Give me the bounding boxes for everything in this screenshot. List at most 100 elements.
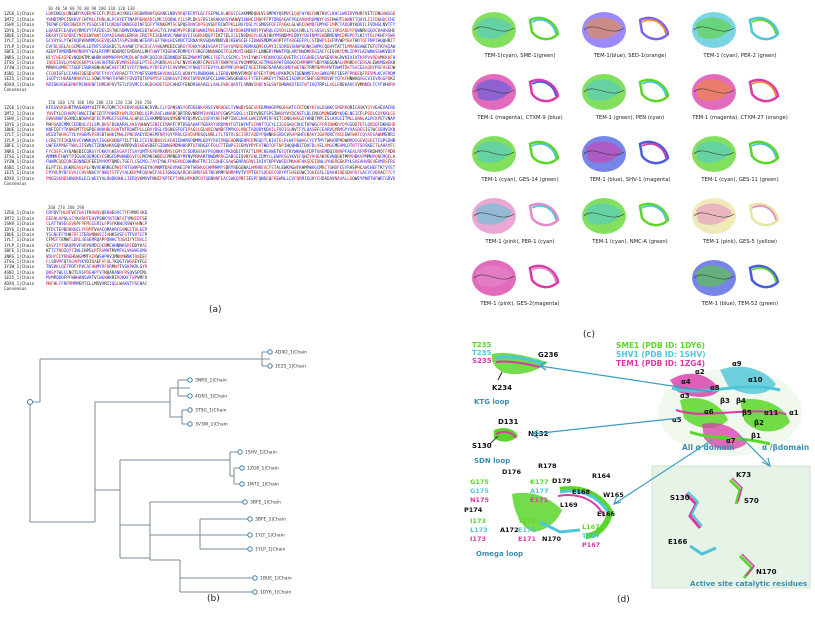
omega-e171-cyan: E171 (518, 526, 536, 534)
tree-leaf-label: 1E25_1|Chain (275, 364, 306, 370)
sequence-residues: LCRGTPIIKDAKVCYWWKQVCIGGKKHDQPTILTTELICE… (46, 137, 396, 143)
tree-leaf-node (237, 449, 243, 455)
sequence-name: 1M72_1|Chain (4, 110, 35, 116)
helix-a5: α5 (672, 416, 682, 424)
sequence-name: 1YLT_1|Chain (4, 237, 35, 243)
sequence-residues: CIQHIGFLCCAKHIQESDAPDFFYAYCVDRACFTCYPNFS… (46, 70, 396, 76)
sequence-name: 3TSG_1|Chain (4, 154, 35, 160)
all-alpha-domain-label: All α domain (682, 443, 735, 452)
sequence-name: 1BUE_1|Chain (4, 127, 35, 133)
ktg-t235-cyan: T235 (472, 349, 492, 357)
active-k73: K73 (736, 471, 751, 479)
structure-caption: TEM-1 (pink), PER-1 (cyan) (485, 239, 555, 245)
sequence-residues: TFDCTEPDDVNGCLYPDMTVHACQMAVRCGVNGITDLEEP (46, 226, 148, 232)
sequence-name: 4DXO_1|Chain (4, 280, 35, 286)
sequence-residues: LDKCNGQLQNEWDYKQEKMEICFLPSDLAQYKKLGRGVWR… (46, 11, 396, 17)
sequence-residues: SASYIYTSKQPKVFHRYKMDCQCNMCHHNNKSRFDDYVAC (46, 242, 148, 248)
omega-n175-magenta: N175 (470, 496, 489, 504)
sequence-residues: QNSYTWLCLNQTLVGPDEHPTVTNQARANRFRSQVGPIML (46, 269, 148, 275)
active-s130: S130 (670, 494, 690, 502)
tree-leaf-label: 1YLP_1|Chain (255, 547, 285, 553)
helix-a1: α1 (789, 409, 799, 417)
callout-arrows (530, 361, 771, 505)
sequence-name: 4DXO_1|Chain (4, 175, 35, 181)
sequence-name: 1M72_1|Chain (4, 16, 35, 22)
sequence-residues: YWVFYLDCHAPQFWWCIIWFIDTFYNHSRYWPLRQFNDLQ… (46, 110, 396, 116)
sequence-residues: EKAAYIFGPDRCYNCDEWYWATCQYAESAWNLERRHLCRG… (46, 33, 396, 39)
structure-thumbnail (470, 132, 570, 180)
sequence-name: 3NRS_1|Chain (4, 148, 35, 154)
structure-caption: TEM-1 (pink), GES-2(magenta) (480, 301, 560, 307)
sequence-name: 1ZG6_1|Chain (4, 105, 35, 111)
structure-render (692, 74, 780, 110)
main-overlay-structure (658, 366, 802, 456)
tree-leaf-label: 1YLT_1|Chain (255, 533, 285, 539)
tree-leaf-label: 1ZG6_1|Chain (247, 466, 279, 472)
sequence-residues: IGQTYCHDADAVNAVYLLSQWEYPNRTHFWRTFDVDTQTE… (46, 76, 396, 82)
structure-thumbnail (470, 70, 570, 118)
ktg-s235-magenta: S235 (472, 357, 492, 365)
sequence-residues: TKPWFCPERINWIRYCYGSQCSDTLQRDQFDKNSGDINFI… (46, 22, 396, 28)
sequence-name: 3BFE_1|Chain (4, 248, 35, 254)
sequence-residues: CFMIFTEMWTLDRLSESEMRQAPPDWHCTDGRIYYINVLI (46, 237, 148, 243)
legend-tem1: TEM1 (PDB ID: 1ZG4) (616, 359, 705, 368)
omega-p167-magenta: P167 (582, 541, 600, 549)
helix-a9: α9 (732, 360, 742, 368)
structure-thumbnail (470, 256, 570, 304)
sequence-residues: MVMPQDDFPFWHHANSVRTVCWGWHKRIRQKKFTWPVMFV (46, 275, 148, 281)
sequence-name: 1E25_1|Chain (4, 170, 35, 176)
consensus-label: Consensus (4, 87, 27, 93)
tree-leaf-label: 1SHV_1|Chain (245, 450, 277, 456)
structure-render (692, 12, 780, 48)
ktg-loop-figure (491, 352, 548, 381)
tree-root-node (27, 399, 33, 405)
tree-leaf-label: 3V3W_1|Chain (195, 422, 228, 428)
alignment-row: 1YLT_1|Chain CFMIFTEMWTLDRLSESEMRQAPPDWHC… (4, 237, 147, 242)
helix-a8: α8 (710, 384, 720, 392)
tree-leaf-node (252, 575, 258, 581)
omega-l169: L169 (560, 501, 578, 509)
consensus-label: Consensus (4, 181, 27, 187)
structure-caption: TEM-1 (green), PEN (cyan) (595, 115, 665, 121)
omega-p174: P174 (464, 506, 483, 514)
sequence-name: 3NRS_1|Chain (4, 253, 35, 259)
tree-leaf-node (247, 532, 253, 538)
strand-b5: β5 (742, 409, 752, 417)
sequence-name: 1YLT_1|Chain (4, 132, 35, 138)
sequence-name: 1BUE_1|Chain (4, 232, 35, 238)
sequence-name: 4GN1_1|Chain (4, 164, 35, 170)
sequence-name: 3TSG_1|Chain (4, 60, 35, 66)
omega-i173-green: I173 (470, 517, 486, 525)
sequence-residues: AEDPTVMEMDPHRNRPFYEALRFMPFKDGMQTEMDRALLM… (46, 49, 396, 55)
tree-leaf-label: 3BFE_1|Chain (250, 500, 281, 506)
sequence-name: 1YLT_1|Chain (4, 38, 35, 44)
omega-r164: R164 (592, 472, 611, 480)
omega-n170: N170 (542, 535, 561, 543)
sequence-name: 1E25_1|Chain (4, 76, 35, 82)
structure-render (692, 136, 780, 172)
helix-a3: α3 (680, 392, 690, 400)
structure-render (472, 12, 560, 48)
sequence-residues: LWFEAPMGFTWHLIISVNCTIRNAAKVGQHVRPDVDIKEW… (46, 143, 396, 149)
sequence-name: 1DY6_1|Chain (4, 121, 35, 127)
sequence-residues: FPYKLPYDFEVAICHVANACYFNWQTSTFVYALKNYMFQQ… (46, 170, 396, 176)
structure-caption: TEM-1 (blue), TEM-52 (green) (701, 301, 779, 307)
sequence-residues: FLSRVMFQTAGAMYKYDISAEFAFQLTKQGTYWGREYFGI (46, 259, 148, 265)
sequence-name: 1M72_1|Chain (4, 215, 35, 221)
